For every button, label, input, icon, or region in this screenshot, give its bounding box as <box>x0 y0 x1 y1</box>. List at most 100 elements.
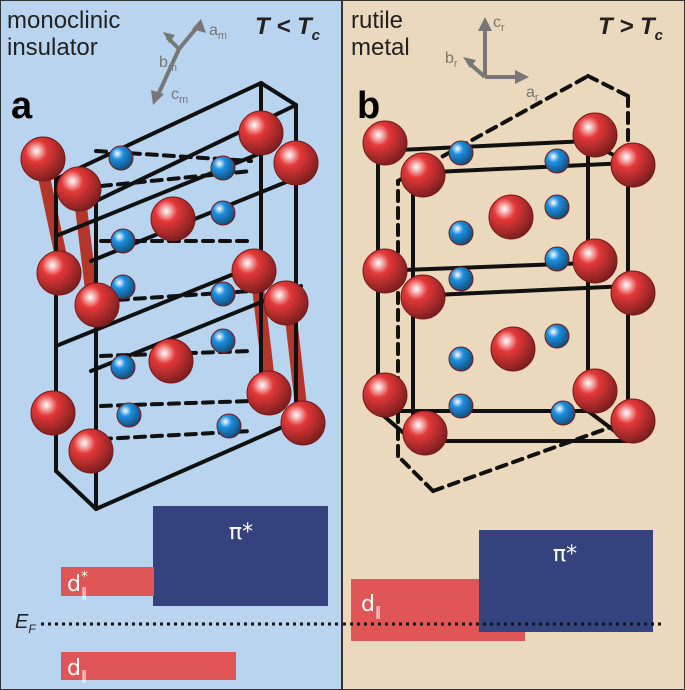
oxygen-atom <box>20 136 66 182</box>
oxygen-atom <box>362 120 408 166</box>
phase-property-line: insulator <box>7 34 98 61</box>
vanadium-atom <box>448 346 474 372</box>
pi-star-label: π* <box>229 520 253 545</box>
vanadium-atom <box>210 155 236 181</box>
rutile-axes-triad: cr br ar <box>445 14 539 104</box>
vanadium-atom <box>110 228 136 254</box>
vanadium-atom <box>110 354 136 380</box>
oxygen-atom <box>148 338 194 384</box>
phase-property-line: metal <box>351 34 410 61</box>
oxygen-atom <box>231 248 277 294</box>
oxygen-atom <box>572 368 618 414</box>
vanadium-atom <box>448 393 474 419</box>
axis-c-arrowhead <box>151 90 164 105</box>
phase-name-line: rutile <box>351 7 404 34</box>
vanadium-atom <box>110 274 136 300</box>
vanadium-atom <box>448 140 474 166</box>
axis-a-label: am <box>209 22 227 42</box>
pi-star-label: π* <box>553 542 577 567</box>
d-parallel-band <box>61 652 236 680</box>
oxygen-atom <box>30 390 76 436</box>
axis-b-label: br <box>445 50 458 70</box>
axis-a-arrowhead <box>192 19 206 33</box>
phase-label-monoclinic: monoclinic insulator <box>7 7 120 61</box>
vanadium-atom <box>448 220 474 246</box>
oxygen-atom <box>572 112 618 158</box>
oxygen-atom <box>400 274 446 320</box>
vanadium-atom <box>108 145 134 171</box>
unit-cell-dashed-edge <box>586 74 630 98</box>
vanadium-atom <box>544 194 570 220</box>
temp-sub: c <box>311 26 321 44</box>
band-diagram-rutile: d∥ π* <box>351 530 653 641</box>
vanadium-atom <box>544 323 570 349</box>
vanadium-atom <box>216 413 242 439</box>
unit-cell-edge <box>54 259 268 348</box>
vanadium-atom <box>544 148 570 174</box>
oxygen-atom <box>362 372 408 418</box>
vanadium-atom <box>210 281 236 307</box>
axis-a-arrowhead <box>515 70 529 84</box>
axis-b-arrowhead <box>463 57 476 68</box>
oxygen-atom <box>610 270 656 316</box>
temp-text: T > T <box>598 13 655 40</box>
oxygen-atom <box>280 400 326 446</box>
oxygen-atom <box>238 110 284 156</box>
temp-sub: c <box>654 26 664 44</box>
d-parallel-star-label: d*∥ <box>67 569 88 601</box>
d-parallel-label: d∥ <box>67 656 87 684</box>
vanadium-atom <box>210 200 236 226</box>
unit-cell-dashed-edge <box>396 454 435 493</box>
axis-b-label: bm <box>159 54 177 74</box>
atoms-monoclinic <box>20 81 326 511</box>
atoms-rutile <box>362 74 656 493</box>
oxygen-atom <box>74 282 120 328</box>
oxygen-atom <box>150 196 196 242</box>
monoclinic-axes-triad: am bm cm <box>151 19 227 106</box>
monoclinic-structure-diagram: am bm cm π* d*∥ d∥ EF <box>1 1 341 689</box>
axis-c-arrowhead <box>478 17 492 31</box>
d-parallel-star-band <box>61 567 154 596</box>
oxygen-atom <box>36 250 82 296</box>
vanadium-atom <box>116 402 142 428</box>
oxygen-atom <box>263 280 309 326</box>
phase-name-line: monoclinic <box>7 7 121 34</box>
axis-c-arrow <box>155 48 181 98</box>
phase-label-rutile: rutile metal <box>351 7 410 61</box>
panel-monoclinic: am bm cm π* d*∥ d∥ EF monoclinic insulat… <box>0 0 342 690</box>
oxygen-atom <box>572 238 618 284</box>
unit-cell-edge <box>54 469 98 511</box>
pi-star-band <box>153 506 328 606</box>
axis-b-arrowhead <box>163 32 175 43</box>
vanadium-atom <box>210 328 236 354</box>
panel-letter-a: a <box>11 85 33 127</box>
axis-c-label: cm <box>171 86 188 106</box>
vanadium-atom <box>544 246 570 272</box>
oxygen-atom <box>610 398 656 444</box>
oxygen-atom <box>400 152 446 198</box>
axis-a-label: ar <box>526 84 539 104</box>
oxygen-atom <box>56 166 102 212</box>
unit-cell-edge <box>376 139 590 153</box>
oxygen-atom <box>402 410 448 456</box>
oxygen-atom <box>246 370 292 416</box>
oxygen-atom <box>362 248 408 294</box>
vanadium-atom <box>448 266 474 292</box>
pi-star-band <box>479 530 653 632</box>
unit-cell-edge <box>54 81 263 181</box>
unit-cell-edge <box>259 81 298 107</box>
oxygen-atom <box>273 140 319 186</box>
temperature-condition-low: T < Tc <box>255 13 320 44</box>
d-parallel-label: d∥ <box>361 592 381 620</box>
panel-letter-b: b <box>357 85 381 127</box>
fermi-level-label: EF <box>15 611 36 636</box>
oxygen-atom <box>490 326 536 372</box>
temp-text: T < T <box>255 13 312 40</box>
oxygen-atom <box>488 194 534 240</box>
unit-cell-edge <box>411 284 630 298</box>
unit-cell-edge <box>411 161 630 175</box>
band-diagram-monoclinic: π* d*∥ d∥ <box>61 506 328 684</box>
axis-c-label: cr <box>493 14 505 34</box>
unit-cell-dashed-edge <box>431 419 630 493</box>
